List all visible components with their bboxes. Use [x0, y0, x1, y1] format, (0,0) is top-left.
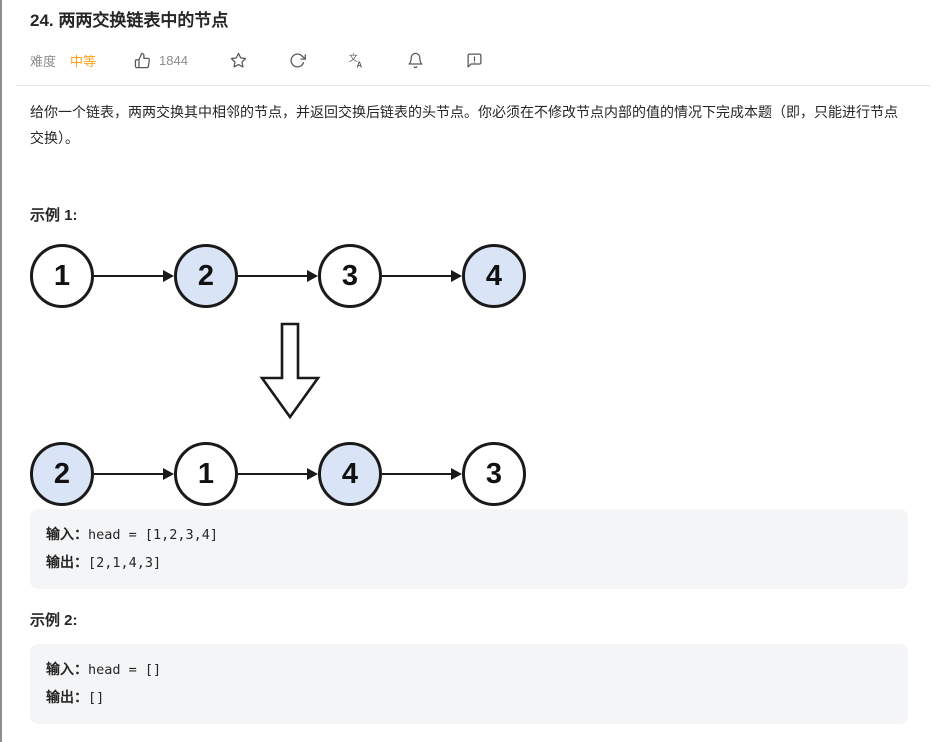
output-label: 输出： — [46, 689, 88, 705]
favorite-button[interactable] — [230, 52, 247, 69]
output-value: [2,1,4,3] — [88, 555, 162, 571]
input-label: 输入： — [46, 526, 88, 542]
linked-list-before: 1 2 3 4 — [30, 244, 550, 308]
problem-title: 24. 两两交换链表中的节点 — [30, 11, 229, 30]
sync-button[interactable] — [289, 52, 306, 69]
feedback-button[interactable] — [466, 52, 483, 69]
example2-io-block: 输入：head = [] 输出：[] — [30, 644, 908, 724]
down-arrow-icon — [259, 322, 321, 420]
panel-left-border — [0, 0, 2, 742]
transform-arrow-wrap — [30, 322, 550, 420]
problem-description: 给你一个链表，两两交换其中相邻的节点，并返回交换后链表的头节点。你必须在不修改节… — [30, 104, 898, 146]
translate-button[interactable]: 文 A — [348, 52, 365, 69]
svg-text:A: A — [356, 60, 362, 68]
next-pointer-arrow — [382, 244, 462, 308]
like-count: 1844 — [159, 52, 188, 68]
like-button[interactable]: 1844 — [134, 52, 188, 69]
next-pointer-arrow — [94, 244, 174, 308]
list-node: 1 — [30, 244, 94, 308]
translate-icon: 文 A — [348, 52, 365, 69]
sync-icon — [289, 52, 306, 69]
list-node: 2 — [30, 442, 94, 506]
thumbs-up-icon — [134, 52, 151, 69]
linked-list-after: 2 1 4 3 — [30, 442, 550, 506]
feedback-icon — [466, 52, 483, 69]
difficulty-badge[interactable]: 中等 — [70, 53, 97, 69]
input-value: head = [1,2,3,4] — [88, 527, 219, 543]
next-pointer-arrow — [238, 442, 318, 506]
notifications-button[interactable] — [407, 52, 424, 69]
input-label: 输入： — [46, 661, 88, 677]
star-icon — [230, 52, 247, 69]
svg-text:文: 文 — [349, 52, 358, 63]
difficulty-label: 难度 — [30, 53, 57, 69]
output-label: 输出： — [46, 554, 88, 570]
list-node: 3 — [462, 442, 526, 506]
example2-heading: 示例 2: — [30, 612, 78, 629]
next-pointer-arrow — [94, 442, 174, 506]
list-node: 2 — [174, 244, 238, 308]
bell-icon — [407, 52, 424, 69]
list-node: 3 — [318, 244, 382, 308]
input-value: head = [] — [88, 662, 162, 678]
list-node: 4 — [462, 244, 526, 308]
header-divider — [16, 85, 930, 86]
output-value: [] — [88, 690, 105, 706]
next-pointer-arrow — [382, 442, 462, 506]
list-node: 1 — [174, 442, 238, 506]
problem-toolbar: 难度 中等 1844 — [30, 50, 908, 70]
example1-io-block: 输入：head = [1,2,3,4] 输出：[2,1,4,3] — [30, 509, 908, 589]
next-pointer-arrow — [238, 244, 318, 308]
example1-heading: 示例 1: — [30, 207, 78, 224]
list-node: 4 — [318, 442, 382, 506]
